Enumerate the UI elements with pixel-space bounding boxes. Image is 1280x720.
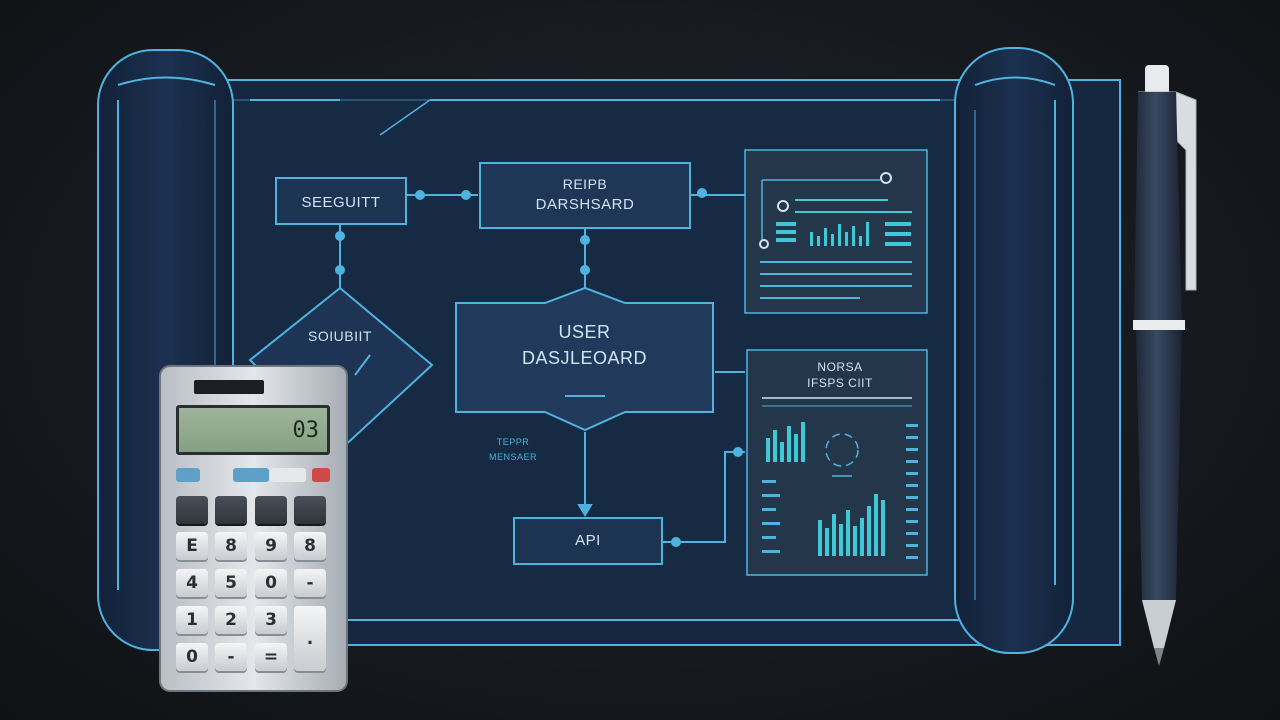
security-node xyxy=(275,177,407,225)
user-dashboard-label-line2: DASJLEOARD xyxy=(521,348,648,368)
diamond-node-label: SOIUBIIT xyxy=(308,328,372,344)
right-scroll-roll xyxy=(954,47,1074,654)
calculator-display: 03 xyxy=(176,405,330,455)
report-panel-title-line2: IFSPS CIIT xyxy=(807,376,873,390)
calculator-key: 2 xyxy=(215,606,247,634)
calculator-key: 0 xyxy=(176,643,208,671)
api-node xyxy=(513,517,663,565)
side-caption-line2: MENSAER xyxy=(488,452,537,462)
calculator-key xyxy=(176,496,208,524)
top-dashboard-label-line2: DARSHSARD xyxy=(535,196,635,213)
calculator-key xyxy=(215,496,247,524)
calculator-key: - xyxy=(294,569,326,597)
calculator-key: = xyxy=(255,643,287,671)
calculator-key: 4 xyxy=(176,569,208,597)
calculator-key: E xyxy=(176,532,208,560)
flow-connectors xyxy=(335,188,745,547)
chart-panel-bottom xyxy=(746,349,928,576)
calculator-key xyxy=(294,496,326,524)
top-dashboard-node xyxy=(479,162,691,229)
calculator-key: 8 xyxy=(215,532,247,560)
calculator-key: . xyxy=(294,606,326,671)
api-node-label: API xyxy=(575,532,601,549)
report-panel-title-line1: NORSA xyxy=(817,360,863,374)
pen xyxy=(1133,65,1197,666)
user-dashboard-label-line1: USER xyxy=(558,322,611,342)
calculator-key: 8 xyxy=(294,532,326,560)
calculator-key: 3 xyxy=(255,606,287,634)
side-caption-line1: TEPPR xyxy=(496,437,530,447)
calculator-key: - xyxy=(215,643,247,671)
chart-panel-top xyxy=(744,149,928,314)
calculator-key: 5 xyxy=(215,569,247,597)
security-node-label: SEEGUITT xyxy=(301,194,381,211)
calculator-key xyxy=(255,496,287,524)
top-dashboard-label-line1: REIPB xyxy=(562,176,608,192)
calculator-key: 0 xyxy=(255,569,287,597)
calculator-key: 1 xyxy=(176,606,208,634)
user-dashboard-node xyxy=(455,286,714,432)
calculator-key: 9 xyxy=(255,532,287,560)
